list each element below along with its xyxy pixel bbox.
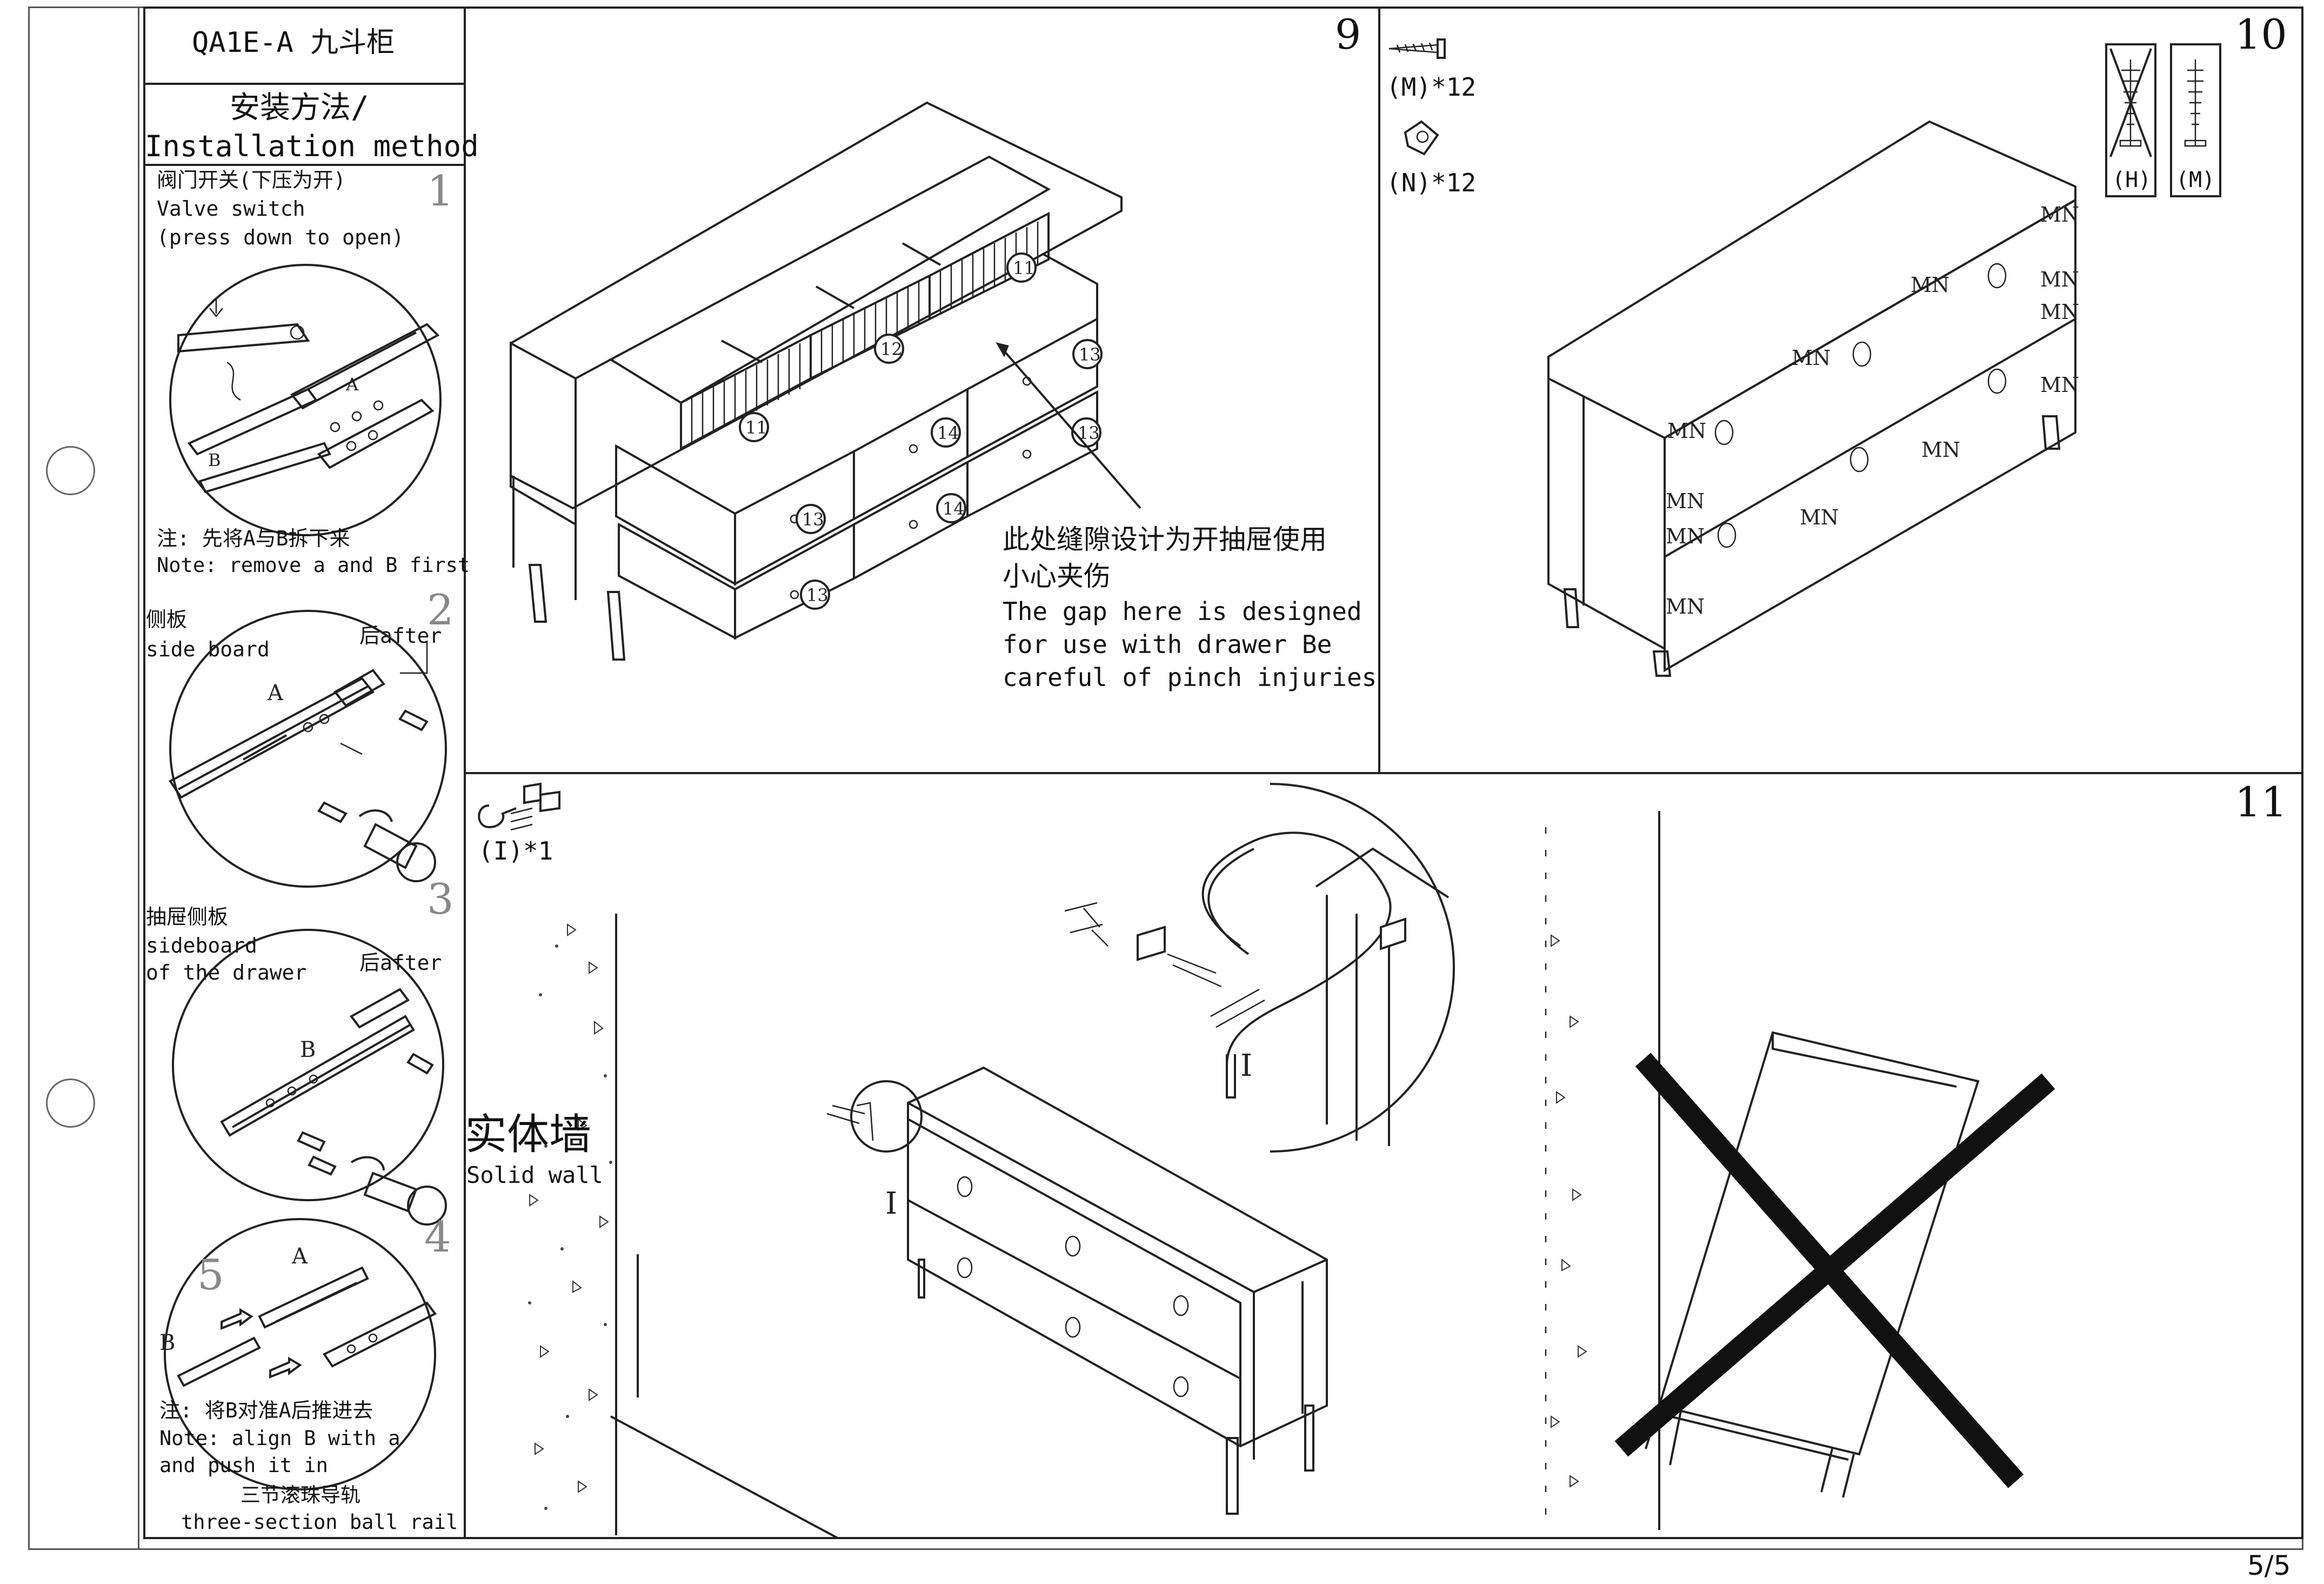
step1-number: 1 xyxy=(427,167,454,216)
step1-label-b: B xyxy=(208,450,221,470)
callout-13d: 13 xyxy=(806,585,829,605)
wall-label-en: Solid wall xyxy=(466,1162,603,1188)
mn-label: MN xyxy=(1666,489,1705,513)
mn-label: MN xyxy=(1921,438,1960,462)
anti-tip-kit-icon xyxy=(478,782,560,831)
tipped-dresser-warning xyxy=(1614,1031,2055,1498)
callout-13c: 13 xyxy=(802,509,824,530)
step3-label-b: B xyxy=(300,1037,316,1062)
wall-label-cn: 实体墙 xyxy=(465,1110,592,1159)
mn-label: MN xyxy=(1800,505,1839,529)
mn-label: MN xyxy=(2040,268,2079,291)
mn-label: MN xyxy=(1666,595,1705,618)
step3-title-cn: 抽屉侧板 xyxy=(146,905,229,929)
step5-number: 5 xyxy=(197,1251,224,1300)
screw-h-crossed-icon xyxy=(2109,48,2152,157)
step4-note-en2: and push it in xyxy=(159,1454,328,1477)
top-row-divider xyxy=(464,772,2303,774)
step9-note-cn1: 此处缝隙设计为开抽屉使用 xyxy=(1003,524,1327,555)
mn-label: MN xyxy=(1911,273,1949,297)
callout-14b: 14 xyxy=(943,498,965,519)
detail-label-small: I xyxy=(885,1186,897,1221)
step1-rail-diagram: A B xyxy=(169,264,442,536)
part-m-label: (M) xyxy=(2176,168,2215,192)
mn-label: MN xyxy=(2040,300,2079,324)
screw-m-upright-icon xyxy=(2184,59,2207,147)
method-box xyxy=(143,85,465,166)
step9-number: 9 xyxy=(1335,10,1361,58)
part-h-not-used-box xyxy=(2105,43,2156,197)
step2-number: 2 xyxy=(427,586,454,635)
step2-rail-diagram: A xyxy=(169,610,447,888)
punch-hole xyxy=(46,446,95,495)
model-title: QA1E-A 九斗柜 xyxy=(192,26,395,59)
step11-detail-magnified: I xyxy=(1064,783,1455,1153)
callout-14a: 14 xyxy=(937,423,959,443)
model-box xyxy=(143,6,465,85)
rail-name-en: three-section ball rail xyxy=(181,1510,458,1534)
step9-10-divider xyxy=(1378,6,1380,773)
part-n-count: (N)*12 xyxy=(1386,168,1477,197)
step9-note-en2: for use with drawer Be xyxy=(1003,630,1332,659)
step4-number: 4 xyxy=(424,1213,451,1262)
step9-note-en3: careful of pinch injuries xyxy=(1003,663,1377,692)
step2-title-cn: 侧板 xyxy=(146,608,188,631)
step3-number: 3 xyxy=(427,875,454,924)
detail-label-large: I xyxy=(1240,1048,1252,1083)
step9-note-en1: The gap here is designed xyxy=(1003,597,1362,626)
mn-label: MN xyxy=(2040,203,2079,227)
step11-number: 11 xyxy=(2235,778,2287,826)
binding-margin-line xyxy=(138,6,139,1550)
step3-after-label: 后after xyxy=(359,951,442,975)
step9-note-cn2: 小心夹伤 xyxy=(1003,561,1111,592)
part-h-label: (H) xyxy=(2112,168,2152,192)
step3-title-en2: of the drawer xyxy=(146,961,307,984)
punch-hole xyxy=(46,1079,95,1128)
callout-11a: 11 xyxy=(1013,258,1035,278)
step4-note-en1: Note: align B with a xyxy=(159,1427,400,1450)
callout-12: 12 xyxy=(880,339,903,360)
step9-dresser-drawers-diagram: 11 12 11 13 14 13 13 14 13 xyxy=(510,101,1141,661)
mn-label: MN xyxy=(1792,346,1831,370)
step10-dresser-back-diagram: MN MN MN MN MN MN MN MN MN MN MN MN xyxy=(1547,120,2079,677)
step2-label-a: A xyxy=(267,681,284,706)
step4-label-a: A xyxy=(291,1244,308,1269)
rail-name-cn: 三节滚珠导轨 xyxy=(241,1483,360,1507)
step1-note-cn: 注: 先将A与B拆下来 xyxy=(157,527,350,550)
step10-number: 10 xyxy=(2235,10,2287,58)
step1-title-en: Valve switch xyxy=(157,197,305,221)
connector-n-icon xyxy=(1404,120,1439,156)
method-title-cn: 安装方法/ xyxy=(230,90,369,125)
part-i-count: (I)*1 xyxy=(478,836,553,866)
method-title-en: Installation method xyxy=(145,129,479,163)
step4-label-b: B xyxy=(159,1330,175,1355)
part-m-used-box xyxy=(2170,43,2221,197)
callout-13a: 13 xyxy=(1079,344,1101,365)
step11-floor-lines xyxy=(610,1254,838,1539)
step1-title-en2: (press down to open) xyxy=(157,225,404,249)
step4-rail-diagram: 5 A B xyxy=(159,1218,437,1490)
step1-note-en: Note: remove a and B first xyxy=(157,554,470,577)
step1-label-a: A xyxy=(345,374,359,395)
part-m-count: (M)*12 xyxy=(1386,72,1477,102)
step3-title-en: sideboard xyxy=(146,934,257,957)
step2-title-en: side board xyxy=(146,637,270,661)
step11-dresser-wall-diagram: I xyxy=(826,1066,1328,1515)
mn-label: MN xyxy=(2040,373,2079,397)
solid-wall-left xyxy=(528,914,617,1535)
callout-11b: 11 xyxy=(745,417,767,438)
mn-label: MN xyxy=(1666,524,1705,548)
page-number: 5/5 xyxy=(2247,1550,2291,1581)
mn-label: MN xyxy=(1667,419,1706,443)
step3-rail-diagram: B xyxy=(172,929,447,1226)
step4-note-cn: 注: 将B对准A后推进去 xyxy=(159,1399,373,1422)
screw-m-icon xyxy=(1388,38,1446,59)
step1-title-cn: 阀门开关(下压为开) xyxy=(157,168,346,192)
